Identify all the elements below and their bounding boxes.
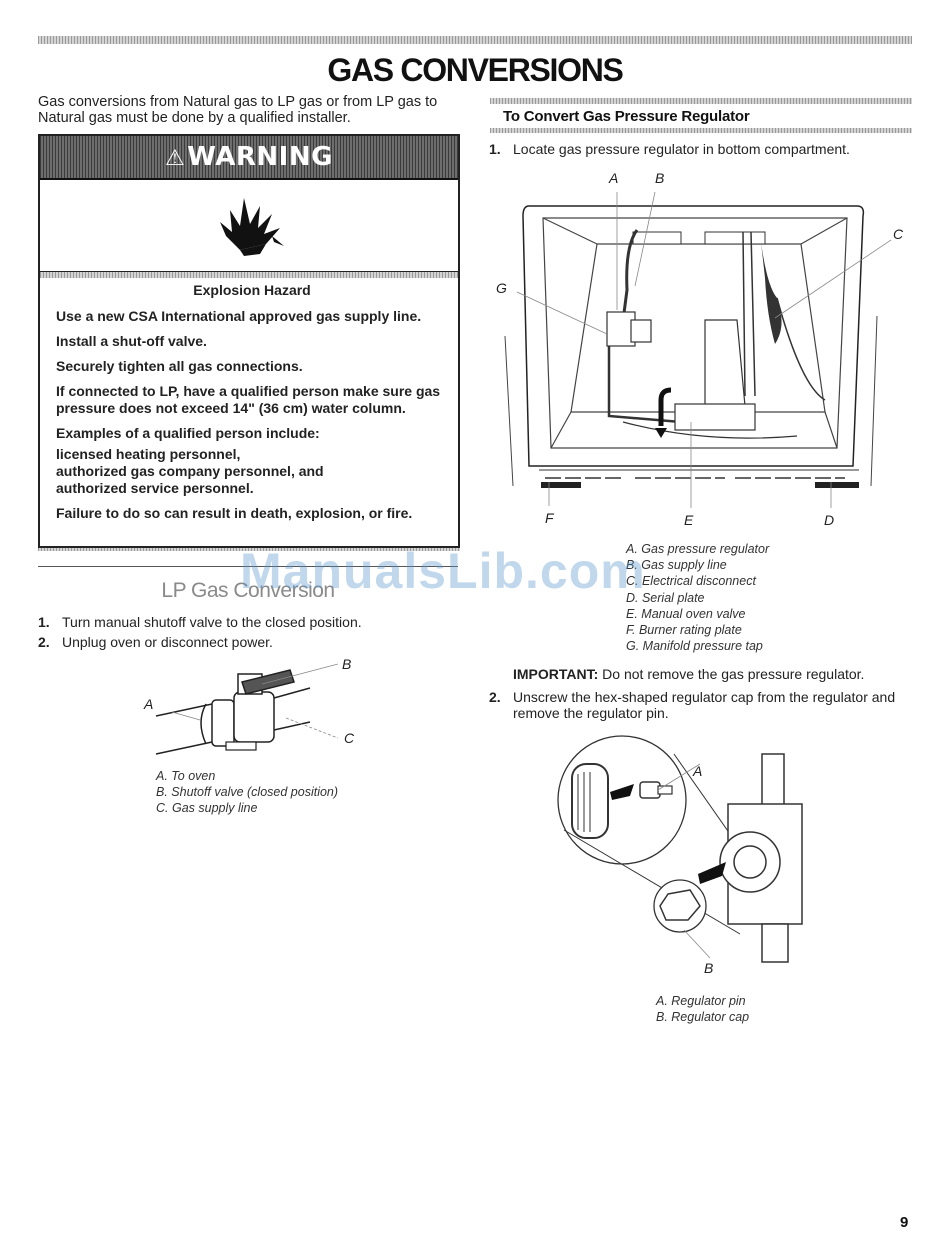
regulator-figure-caption: A. Regulator pin B. Regulator cap: [656, 993, 856, 1025]
step-number: 2.: [38, 634, 50, 650]
figure-label-a: A: [693, 763, 703, 779]
warning-body: Explosion Hazard Use a new CSA Internati…: [56, 282, 448, 530]
page-title: GAS CONVERSIONS: [327, 52, 624, 88]
warning-hazard-title: Explosion Hazard: [193, 282, 311, 298]
caption-line: A. Regulator pin: [656, 994, 746, 1008]
caption-line: A. To oven: [156, 769, 216, 783]
step-text: Turn manual shutoff valve to the closed …: [62, 614, 362, 630]
warning-box: ⚠WARNING Explosion Hazard Use a new CSA …: [38, 134, 460, 548]
regulator-cap-diagram: [557, 735, 803, 963]
watermark: ManualsLib.com: [240, 543, 646, 599]
warning-line: Failure to do so can result in death, ex…: [56, 505, 413, 521]
warning-line: Examples of a qualified person include:: [56, 425, 320, 441]
shutoff-valve-diagram: [155, 663, 339, 755]
warning-title: ⚠WARNING: [40, 142, 458, 172]
figure-label-b: B: [655, 170, 665, 186]
figure-label-c: C: [344, 730, 355, 746]
lp-section-rule: [38, 566, 458, 567]
caption-line: D. Serial plate: [626, 590, 705, 605]
figure-label-c: C: [893, 226, 904, 242]
figure-label-a: A: [144, 696, 154, 712]
warning-icon-area: [40, 180, 458, 272]
regulator-step-1: 1. Locate gas pressure regulator in bott…: [489, 141, 919, 159]
regulator-heading-rule-bottom: [490, 128, 912, 133]
figure-label-b: B: [342, 656, 352, 672]
explosion-icon: [220, 198, 284, 256]
important-label: IMPORTANT:: [513, 666, 599, 682]
warning-separator: [40, 272, 458, 278]
oven-figure-caption: A. Gas pressure regulator B. Gas supply …: [626, 541, 866, 654]
warning-shadow-bottom: [38, 546, 460, 551]
caption-line: E. Manual oven valve: [626, 606, 746, 621]
warning-line: Install a shut-off valve.: [56, 333, 207, 349]
step-text: Unscrew the hex-shaped regulator cap fro…: [513, 689, 896, 721]
lp-step-2: 2. Unplug oven or disconnect power.: [38, 634, 458, 652]
figure-label-e: E: [684, 512, 694, 528]
warning-triangle-icon: ⚠: [165, 146, 186, 171]
caption-line: A. Gas pressure regulator: [626, 542, 770, 556]
intro-text: Gas conversions from Natural gas to LP g…: [38, 94, 438, 126]
top-rule: [38, 36, 912, 44]
step-number: 2.: [489, 689, 501, 705]
figure-label-g: G: [496, 280, 507, 296]
warning-line: Securely tighten all gas connections.: [56, 358, 303, 374]
caption-line: B. Regulator cap: [656, 1010, 750, 1025]
caption-line: F. Burner rating plate: [626, 623, 742, 638]
caption-line: B. Shutoff valve (closed position): [156, 785, 339, 800]
figure-label-d: D: [824, 512, 835, 528]
warning-line: If connected to LP, have a qualified per…: [56, 383, 441, 416]
step-number: 1.: [38, 614, 50, 630]
step-number: 1.: [489, 141, 501, 157]
caption-line: C. Electrical disconnect: [626, 574, 756, 589]
warning-header: ⚠WARNING: [40, 136, 458, 180]
lp-section-heading: LP Gas Conversion: [161, 579, 335, 602]
figure-label-b: B: [704, 960, 714, 976]
caption-line: C. Gas supply line: [156, 801, 258, 816]
page-number: 9: [900, 1214, 909, 1231]
warning-line: Use a new CSA International approved gas…: [56, 308, 422, 324]
valve-figure-caption: A. To oven B. Shutoff valve (closed posi…: [156, 768, 416, 817]
regulator-step-2: 2. Unscrew the hex-shaped regulator cap …: [489, 689, 919, 725]
warning-line: licensed heating personnel, authorized g…: [56, 446, 324, 496]
important-note: IMPORTANT: Do not remove the gas pressur…: [513, 666, 864, 682]
step-text: Locate gas pressure regulator in bottom …: [513, 141, 850, 157]
oven-compartment-diagram: [504, 191, 892, 508]
caption-line: B. Gas supply line: [626, 558, 727, 573]
regulator-heading-rule-top: [490, 98, 912, 104]
figure-label-f: F: [545, 510, 554, 526]
warning-title-text: WARNING: [187, 142, 333, 172]
figure-label-a: A: [609, 170, 619, 186]
lp-step-1: 1. Turn manual shutoff valve to the clos…: [38, 614, 458, 632]
important-text: Do not remove the gas pressure regulator…: [598, 666, 865, 682]
caption-line: G. Manifold pressure tap: [626, 639, 763, 654]
step-text: Unplug oven or disconnect power.: [62, 634, 273, 650]
regulator-heading: To Convert Gas Pressure Regulator: [503, 108, 750, 125]
